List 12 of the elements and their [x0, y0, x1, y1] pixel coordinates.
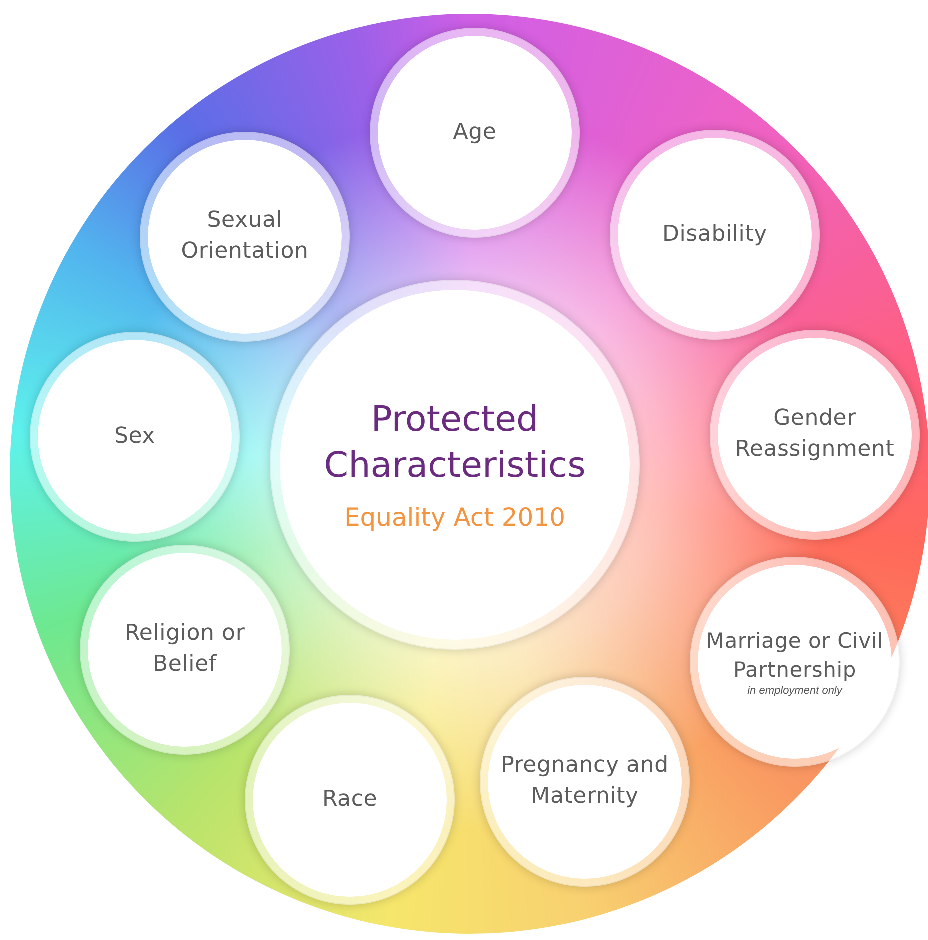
- characteristic-label: Pregnancy and Maternity: [500, 752, 670, 811]
- characteristic-label: Race: [322, 786, 378, 814]
- note-text: in employment only: [748, 685, 842, 698]
- characteristic-label: Sex: [114, 422, 156, 451]
- characteristic-label: Gender Reassignment: [734, 405, 896, 464]
- title-text: Protected Characteristics: [323, 399, 587, 488]
- characteristic-label: Marriage or Civil Partnership: [706, 628, 884, 684]
- characteristic-label: Religion or Belief: [124, 620, 246, 679]
- characteristic-label: Age: [453, 118, 497, 147]
- characteristic-label: Sexual Orientation: [180, 207, 310, 266]
- subtitle-text: Equality Act 2010: [344, 503, 566, 532]
- characteristic-label: Disability: [662, 220, 768, 249]
